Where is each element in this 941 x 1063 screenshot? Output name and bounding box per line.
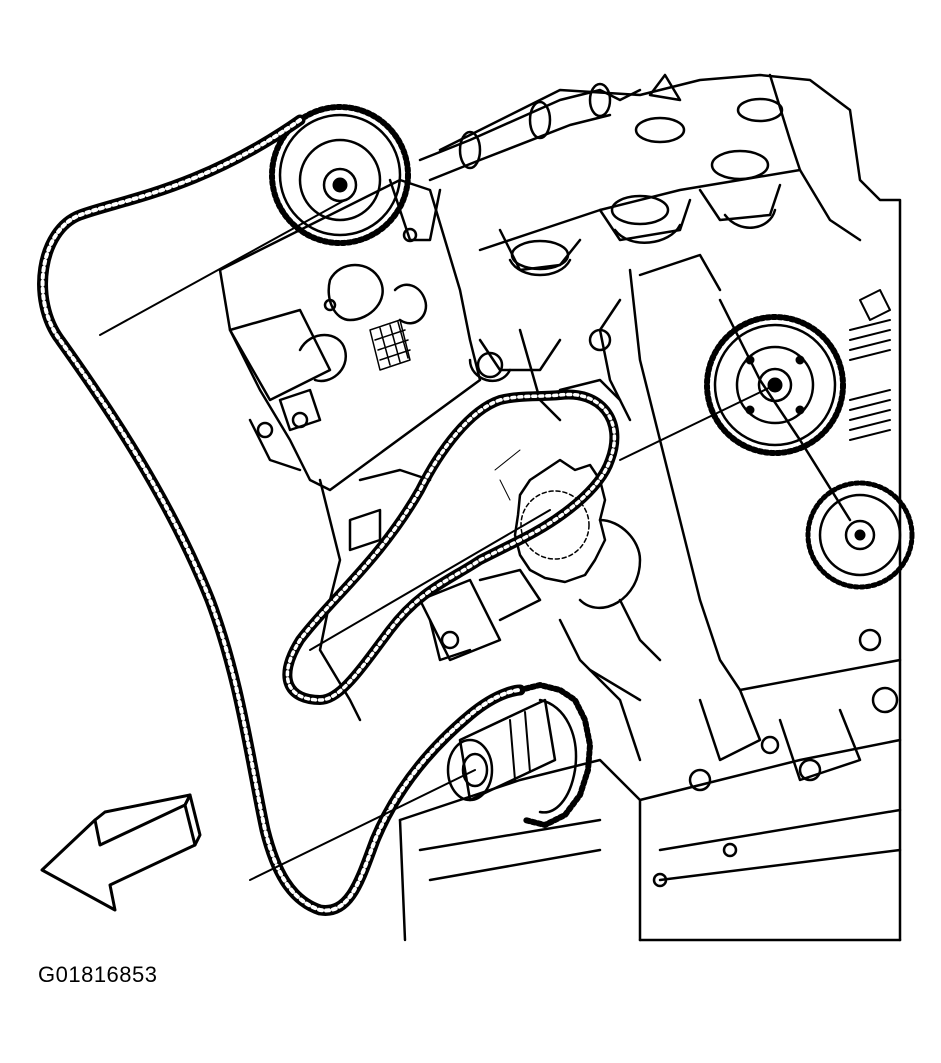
figure-id-label: G01816853: [38, 962, 158, 987]
idler-sprocket: [494, 449, 607, 584]
timing-chain: [37, 114, 526, 916]
arrow-left-icon: [40, 793, 202, 912]
camshaft-sprocket-right-rear: [805, 480, 915, 590]
left-cylinder-head: [218, 178, 482, 492]
secondary-timing-chain: [282, 389, 620, 705]
valve-springs: [849, 289, 891, 441]
left-camshaft: [418, 73, 682, 182]
leader-lines: [99, 199, 776, 881]
camshaft-sprocket-right: [704, 314, 846, 456]
crankshaft-sprocket: [446, 682, 593, 828]
camshaft-sprocket-left: [269, 104, 411, 246]
engine-block: [318, 73, 902, 942]
